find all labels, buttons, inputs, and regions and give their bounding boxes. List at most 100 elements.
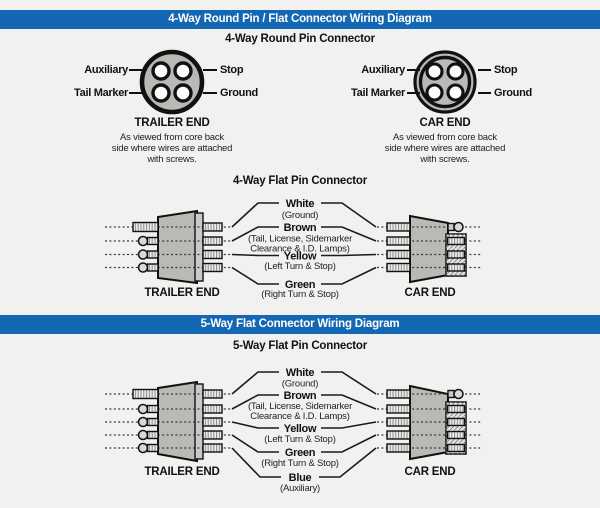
wire-function: (Ground) bbox=[282, 379, 318, 390]
wire-color: White bbox=[286, 367, 315, 379]
label-stop-trailer: Stop bbox=[220, 64, 244, 76]
flat-5way-diagram: White (Ground) Brown (Tail, License, Sid… bbox=[105, 367, 481, 494]
label-auxiliary-trailer: Auxiliary bbox=[84, 64, 128, 76]
car-end-title-round: CAR END bbox=[419, 117, 471, 129]
trailer-round-connector bbox=[139, 49, 205, 115]
label-ground-car: Ground bbox=[494, 87, 532, 99]
flat-pin bbox=[386, 249, 411, 260]
flat-pin bbox=[386, 389, 411, 399]
car-round-caption: As viewed from core back side where wire… bbox=[365, 132, 525, 165]
wire-labels-4way: White (Ground) Brown (Tail, License, Sid… bbox=[248, 198, 352, 300]
wire-crimp bbox=[137, 235, 159, 247]
wire-crimp bbox=[137, 249, 159, 260]
wire-crimp bbox=[137, 442, 159, 454]
caption-line: As viewed from core back bbox=[393, 132, 497, 143]
wire-crimp bbox=[132, 388, 159, 400]
wire-lines-5way bbox=[231, 371, 377, 478]
wire-function: (Tail, License, Sidemarker bbox=[248, 234, 352, 245]
lead-line bbox=[129, 69, 142, 72]
heading-4way-round: 4-Way Round Pin Connector bbox=[225, 33, 375, 45]
wire-function: Clearance & I.D. Lamps) bbox=[250, 244, 349, 255]
wire-function: (Right Turn & Stop) bbox=[261, 289, 339, 300]
lead-line bbox=[203, 92, 217, 95]
flat-pin bbox=[386, 443, 411, 453]
caption-line: with screws. bbox=[420, 154, 470, 165]
label-auxiliary-car: Auxiliary bbox=[361, 64, 405, 76]
pin-auxiliary bbox=[151, 61, 171, 81]
lead-line bbox=[129, 92, 142, 95]
trailer-end-title-round: TRAILER END bbox=[134, 117, 210, 129]
pin-stop bbox=[446, 62, 465, 81]
flat-pin bbox=[386, 236, 411, 246]
flat-pin bbox=[202, 404, 223, 414]
wire-function: Clearance & I.D. Lamps) bbox=[250, 411, 349, 422]
wire-crimp bbox=[137, 416, 159, 428]
pin-ground bbox=[446, 83, 465, 102]
wire-function: (Left Turn & Stop) bbox=[264, 434, 335, 445]
flat-pin bbox=[202, 236, 223, 246]
trailer-end-title-4way: TRAILER END bbox=[144, 287, 219, 299]
wire-color: White bbox=[286, 198, 315, 210]
flat-pin bbox=[202, 262, 223, 273]
trailer-flat-connector-5way bbox=[105, 380, 232, 463]
wire-crimp bbox=[137, 262, 159, 273]
flat-4way-diagram: White (Ground) Brown (Tail, License, Sid… bbox=[105, 198, 481, 300]
heading-5way-flat: 5-Way Flat Pin Connector bbox=[232, 340, 368, 352]
lead-line bbox=[478, 92, 491, 95]
pin-tail-marker bbox=[151, 83, 171, 103]
trailer-round-caption: As viewed from core back side where wire… bbox=[92, 132, 252, 165]
wire-lines-4way bbox=[231, 202, 377, 285]
lead-line bbox=[478, 69, 491, 72]
flat-pin bbox=[202, 417, 223, 427]
flat-pin bbox=[386, 222, 411, 232]
wire-function: (Auxiliary) bbox=[280, 483, 320, 494]
flat-pin bbox=[202, 249, 223, 260]
flat-pin bbox=[202, 389, 223, 399]
round-knob-pin bbox=[447, 221, 464, 233]
wire-function: (Tail, License, Sidemarker bbox=[248, 401, 352, 412]
wire-function: (Right Turn & Stop) bbox=[261, 458, 339, 469]
wire-color: Yellow bbox=[284, 251, 317, 263]
trailer-flat-connector-4way bbox=[105, 209, 232, 285]
pin-ground bbox=[173, 83, 193, 103]
car-flat-connector-5way bbox=[377, 384, 481, 461]
wire-function: (Left Turn & Stop) bbox=[264, 261, 335, 272]
car-round-connector bbox=[413, 50, 477, 114]
car-end-title-5way: CAR END bbox=[405, 466, 456, 478]
flat-pin bbox=[386, 430, 411, 440]
wire-color: Yellow bbox=[284, 423, 317, 435]
heading-4way-flat: 4-Way Flat Pin Connector bbox=[232, 175, 368, 187]
flat-pin bbox=[202, 222, 223, 232]
wire-color: Blue bbox=[289, 472, 312, 484]
car-flat-connector-4way bbox=[377, 214, 481, 284]
wire-function: (Ground) bbox=[282, 210, 318, 221]
wire-color: Green bbox=[285, 447, 316, 459]
banner-5way: 5-Way Flat Connector Wiring Diagram bbox=[0, 315, 600, 334]
label-stop-car: Stop bbox=[494, 64, 518, 76]
lead-line bbox=[203, 69, 217, 72]
trailer-end-title-5way: TRAILER END bbox=[144, 466, 219, 478]
flat-pin bbox=[202, 430, 223, 440]
caption-line: side where wires are attached bbox=[111, 143, 233, 154]
wire-crimp bbox=[132, 221, 159, 233]
flat-pin bbox=[386, 262, 411, 273]
flat-pin bbox=[386, 404, 411, 414]
label-tail-marker-trailer: Tail Marker bbox=[74, 87, 128, 99]
pin-auxiliary bbox=[425, 62, 444, 81]
caption-line: with screws. bbox=[147, 154, 197, 165]
pin-tail-marker bbox=[425, 83, 444, 102]
banner-4way: 4-Way Round Pin / Flat Connector Wiring … bbox=[0, 10, 600, 29]
wire-crimp bbox=[137, 403, 159, 415]
caption-line: As viewed from core back bbox=[120, 132, 224, 143]
wire-color: Green bbox=[285, 279, 316, 291]
pin-stop bbox=[173, 61, 193, 81]
flat-pin bbox=[202, 443, 223, 453]
round-knob-pin bbox=[447, 388, 464, 400]
wire-labels-5way: White (Ground) Brown (Tail, License, Sid… bbox=[248, 367, 352, 494]
lead-line bbox=[407, 92, 420, 95]
caption-line: side where wires are attached bbox=[384, 143, 506, 154]
wire-color: Brown bbox=[284, 222, 317, 234]
label-tail-marker-car: Tail Marker bbox=[351, 87, 405, 99]
wire-color: Brown bbox=[284, 390, 317, 402]
